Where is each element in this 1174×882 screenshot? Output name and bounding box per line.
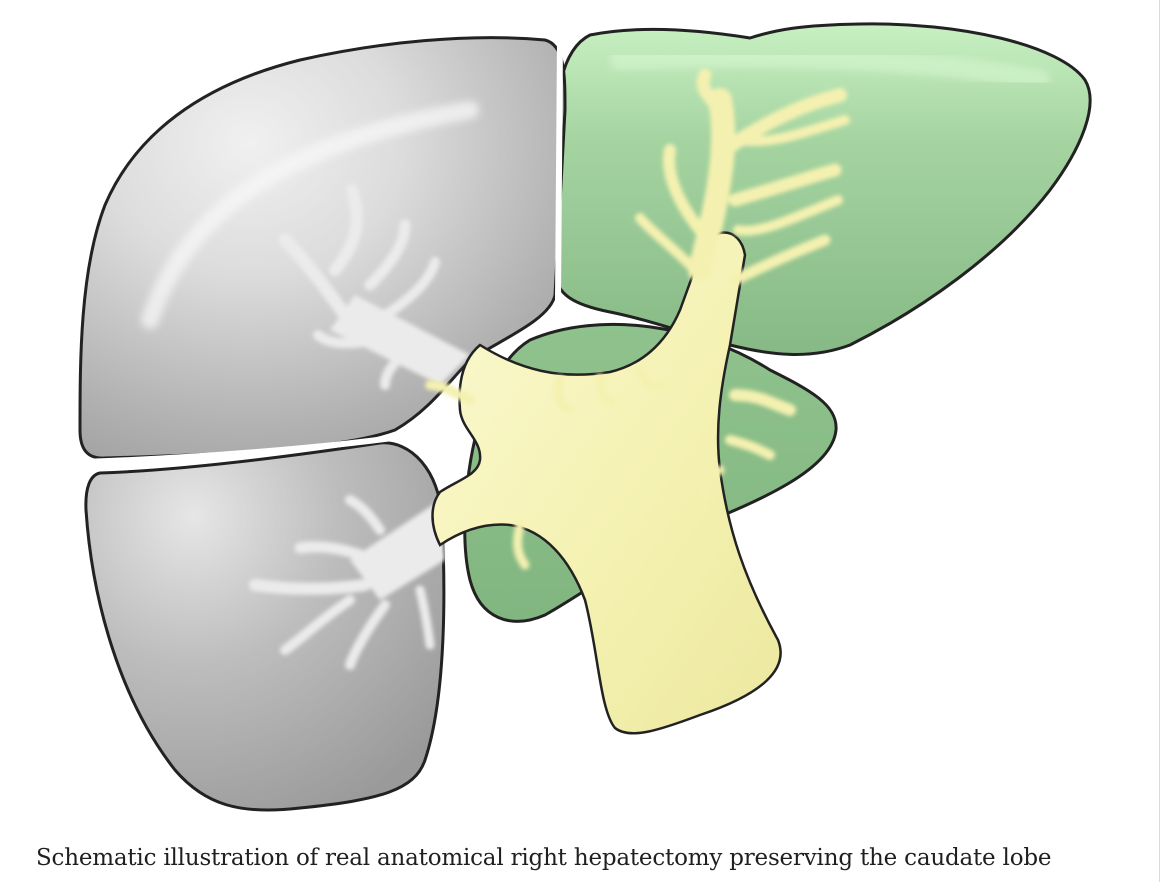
liver-diagram	[78, 22, 1092, 812]
lobe-highlight	[141, 101, 479, 329]
posterior-portal-branches	[249, 495, 445, 670]
lobe-divider-vertical	[555, 39, 563, 301]
figure-caption: Schematic illustration of real anatomica…	[36, 845, 1052, 871]
right-posterior-section	[84, 441, 446, 812]
portal-vein	[425, 68, 850, 735]
anterior-portal-branches	[278, 184, 470, 390]
left-lobe-highlight	[610, 47, 1050, 90]
scrollbar-edge	[1159, 0, 1160, 882]
lobe-divider-horizontal	[81, 434, 401, 465]
